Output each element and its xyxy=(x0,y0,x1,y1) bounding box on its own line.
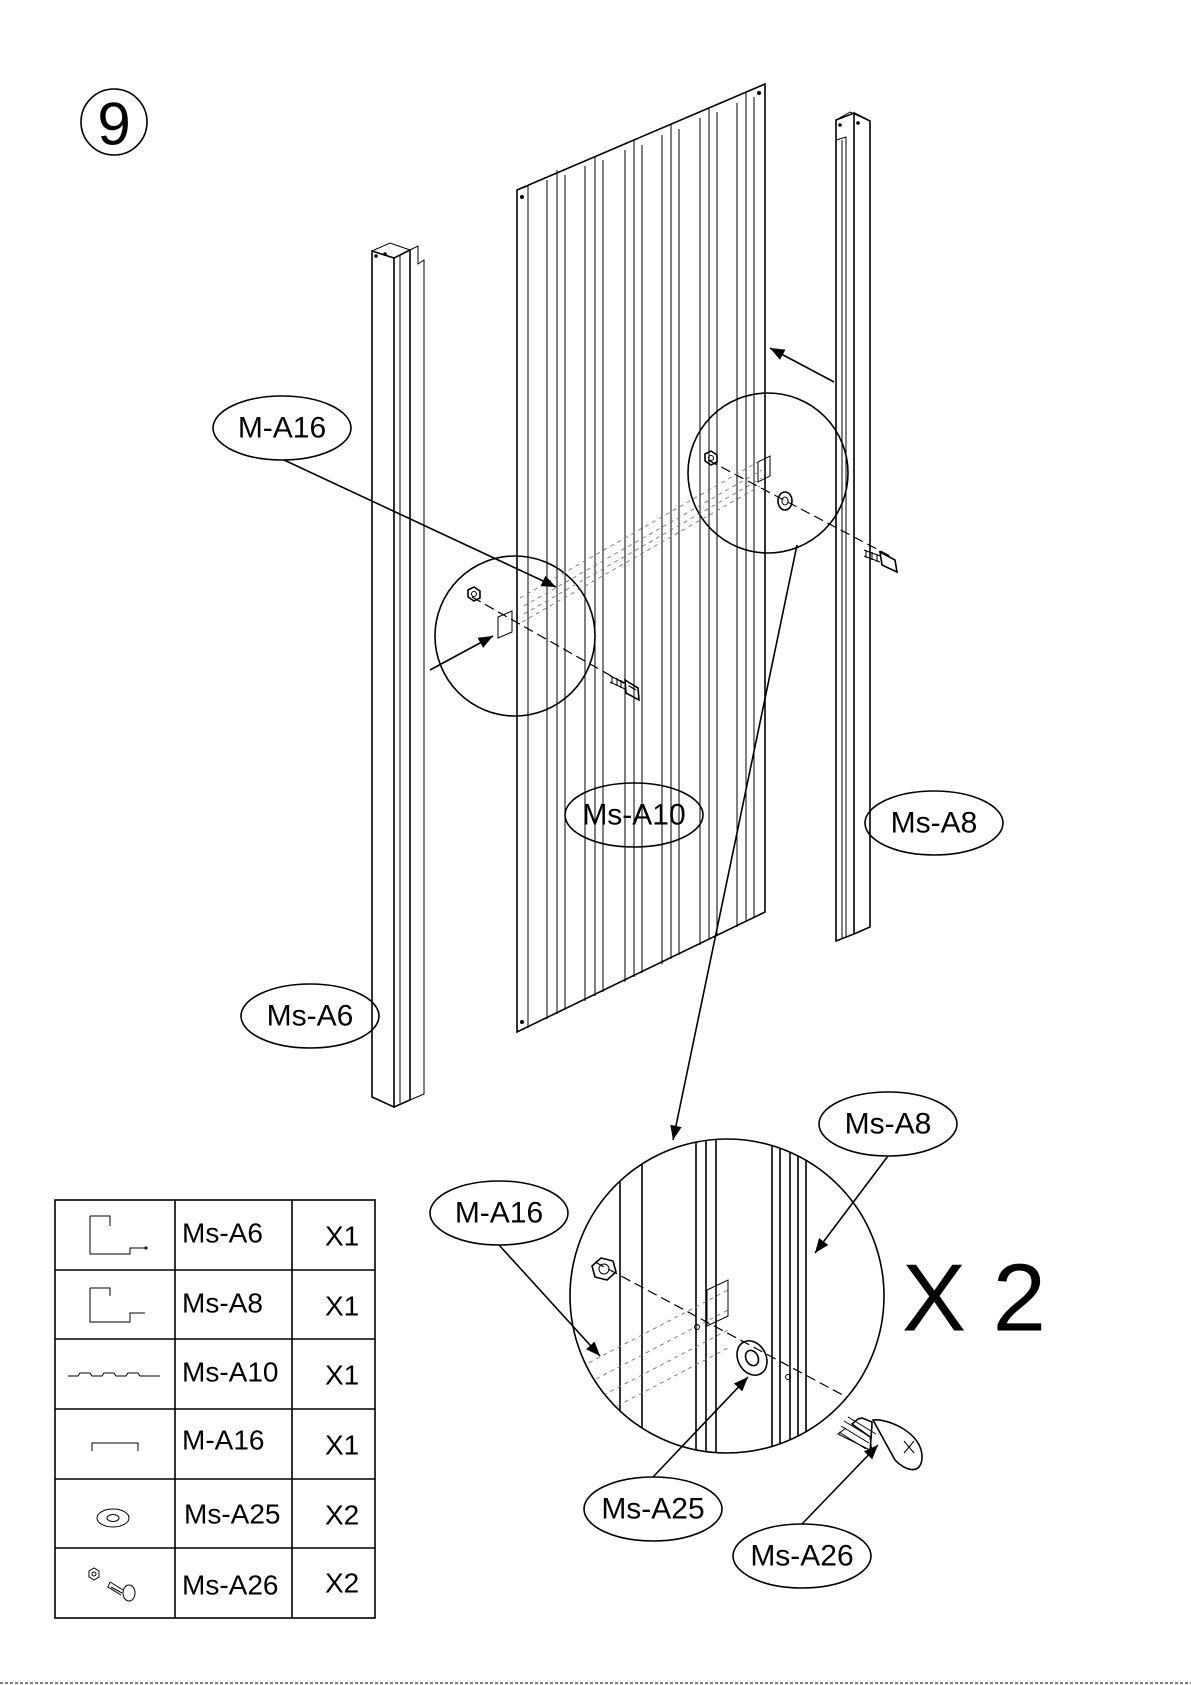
corrugated-panel-icon xyxy=(68,1373,160,1376)
svg-text:Ms-A8: Ms-A8 xyxy=(891,807,978,840)
callout-m-a16-top: M-A16 xyxy=(213,396,556,587)
callout-ms-a25: Ms-A25 xyxy=(584,1377,748,1541)
svg-text:M-A16: M-A16 xyxy=(455,1197,543,1230)
part-qty: X1 xyxy=(325,1430,359,1461)
corner-channel-icon xyxy=(90,1216,148,1254)
part-qty: X2 xyxy=(325,1568,359,1599)
part-qty: X1 xyxy=(325,1221,359,1252)
hidden-lines xyxy=(520,462,762,622)
step-badge: 9 xyxy=(81,89,147,158)
step-number: 9 xyxy=(97,91,130,158)
callout-ms-a8-detail: Ms-A8 xyxy=(815,1092,957,1253)
svg-text:Ms-A8: Ms-A8 xyxy=(845,1108,932,1141)
svg-text:M-A16: M-A16 xyxy=(238,412,326,445)
washer-icon xyxy=(97,1509,129,1527)
part-code: Ms-A26 xyxy=(182,1570,278,1601)
callout-ms-a6: Ms-A6 xyxy=(241,984,379,1048)
part-code: Ms-A8 xyxy=(182,1288,263,1319)
part-code: Ms-A6 xyxy=(182,1218,263,1249)
parts-table: Ms-A6 X1 Ms-A8 X1 Ms-A10 X1 M-A16 X1 Ms-… xyxy=(55,1200,375,1618)
quantity-multiplier: X 2 xyxy=(902,1245,1046,1352)
panel-ms-a10 xyxy=(517,84,765,1032)
part-qty: X2 xyxy=(325,1500,359,1531)
fastener-detail-right xyxy=(688,393,897,572)
post-ms-a8 xyxy=(836,112,870,941)
u-bracket-icon xyxy=(92,1443,138,1451)
svg-text:Ms-A10: Ms-A10 xyxy=(582,799,685,832)
svg-text:Ms-A26: Ms-A26 xyxy=(750,1540,853,1573)
move-arrow xyxy=(770,348,834,382)
screw-ms-a26 xyxy=(838,1417,922,1470)
part-code: M-A16 xyxy=(182,1425,264,1456)
callout-ms-a8-top: Ms-A8 xyxy=(865,791,1003,855)
callout-m-a16-detail: M-A16 xyxy=(430,1181,600,1356)
part-qty: X1 xyxy=(325,1291,359,1322)
nut-bolt-icon xyxy=(89,1568,135,1601)
part-qty: X1 xyxy=(325,1360,359,1391)
detail-leader xyxy=(673,545,797,1140)
post-ms-a6 xyxy=(372,243,424,1107)
part-code: Ms-A25 xyxy=(184,1499,280,1530)
svg-text:Ms-A6: Ms-A6 xyxy=(267,1000,354,1033)
corner-channel-icon xyxy=(90,1288,145,1322)
callout-ms-a26: Ms-A26 xyxy=(733,1445,878,1588)
fastener-detail-left xyxy=(430,556,639,716)
part-code: Ms-A10 xyxy=(182,1357,278,1388)
svg-text:Ms-A25: Ms-A25 xyxy=(601,1493,704,1526)
